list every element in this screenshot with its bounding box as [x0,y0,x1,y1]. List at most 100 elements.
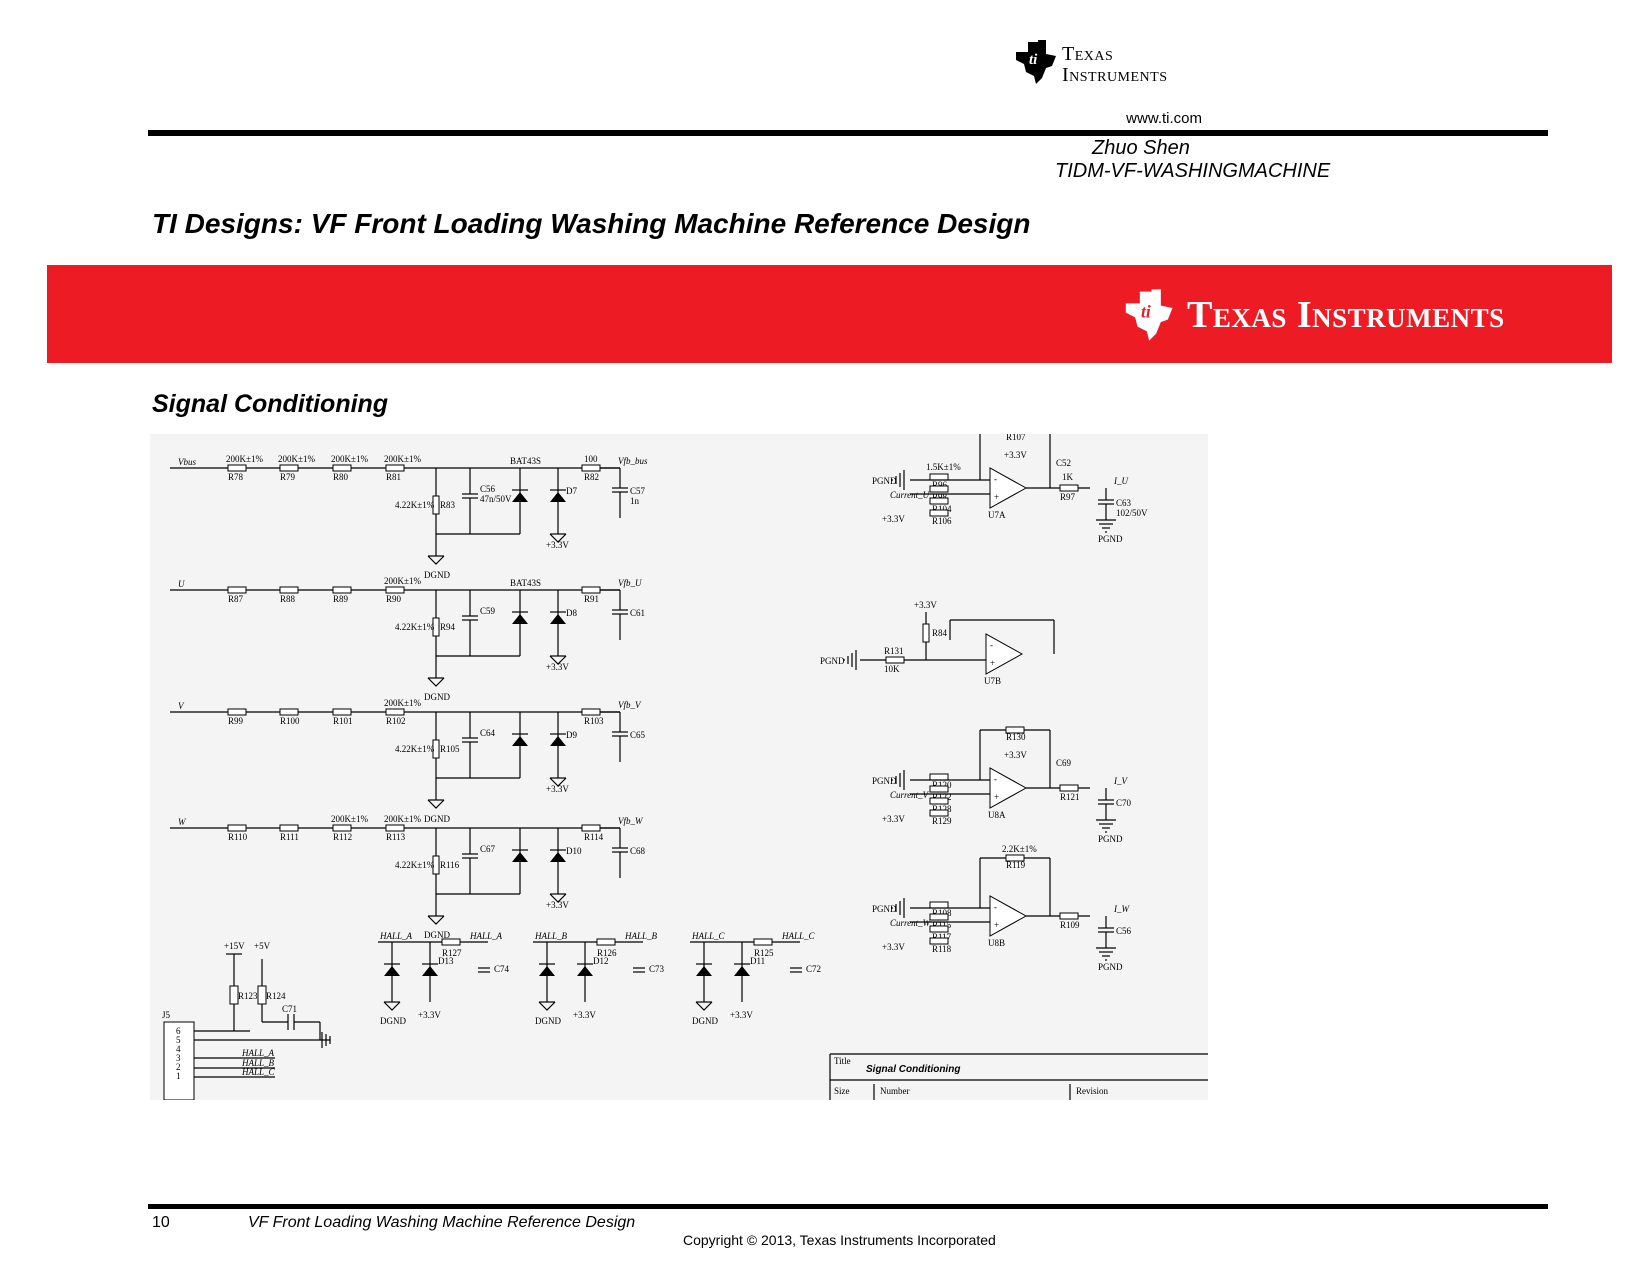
diode [696,966,712,976]
j5-ref: J5 [162,1010,171,1020]
hall-gnd: DGND [692,1016,718,1026]
resistor-ref: R87 [228,594,244,604]
signal-conditioning-schematic: VbusR78200K±1%R79200K±1%R80200K±1%R81200… [150,434,1208,1100]
series-r-ref: R103 [584,716,604,726]
feedback-resistor [1005,726,1025,734]
out-cap-ref: C65 [630,730,646,740]
ref-r131-ref: R131 [884,646,904,656]
resistor [385,708,405,716]
resistor-value: 200K±1% [278,454,315,464]
svg-text:-: - [994,474,997,484]
opamp-ref: U7B [984,676,1001,686]
out-cap-ref: C57 [630,486,646,496]
hall-c-net: HALL_C [241,1067,276,1077]
amp-out-r-ref: R121 [1060,792,1080,802]
page-title: TI Designs: VF Front Loading Washing Mac… [152,208,1031,239]
hall-net-out: HALL_A [469,931,503,941]
shunt-value: 4.22K±1% [395,500,435,510]
amp-output-label: I_U [1113,476,1128,486]
ref-r-value: 10K [884,664,900,674]
ref-r84-ref: R84 [932,628,948,638]
feedback-ref: R130 [1006,732,1026,742]
resistor-value: 200K±1% [384,814,421,824]
opamp-ref: U8A [988,810,1006,820]
amp-resistor-ref: R106 [932,516,952,526]
ref-resistor [885,656,905,664]
amp-supply: +3.3V [1004,750,1027,760]
diode [512,492,528,502]
shunt-value: 4.22K±1% [395,622,435,632]
hall-diode-ref: D13 [438,956,454,966]
feedback-value: 2.2K±1% [1002,844,1037,854]
amp-gnd: PGND [1098,962,1123,972]
resistor-value: 200K±1% [331,454,368,464]
hall-supply: +3.3V [418,1010,441,1020]
svg-text:-: - [990,640,993,650]
amp-resistor [929,925,949,933]
title-block-number-label: Number [880,1086,910,1096]
amp-current-label: Current_V [890,790,930,800]
resistor [332,586,352,594]
channel-gnd: DGND [424,814,450,824]
opamp-ref: U7A [988,510,1006,520]
resistor [227,586,247,594]
diode [512,614,528,624]
ti-logo-icon: ti [1016,40,1056,84]
amp-resistor-ref: R98 [932,492,948,502]
channel-output-label: Vfb_U [618,578,642,588]
amplifier-amp_u: PGNDCurrent_U+3.3VR96R98R104R1061.5K±1%-… [872,434,1148,544]
series-r-ref: R114 [584,832,604,842]
amp-resistor-ref: R108 [932,908,952,918]
amp-supply-label: +3.3V [882,514,905,524]
svg-text:ti: ti [1029,52,1038,68]
amp-supply: +3.3V [1004,450,1027,460]
j5-pin-number: 5 [176,1035,181,1045]
amp-current-label: Current_U [890,490,930,500]
resistor [279,586,299,594]
hall-supply: +3.3V [573,1010,596,1020]
amp-output-label: I_W [1113,904,1130,914]
shunt-value: 4.22K±1% [395,860,435,870]
hall-resistor [753,938,773,946]
opamp-symbol [989,895,1028,937]
amp-resistor [929,797,949,805]
cap-ref: C67 [480,844,496,854]
channel-gnd: DGND [424,570,450,580]
c71-label: C71 [282,1004,297,1014]
header-rule [148,130,1548,136]
diode [384,966,400,976]
banner-logo-text: Texas Instruments [1187,294,1505,336]
amplifier-amp_w: PGNDCurrent_W+3.3VR108R115R117R118-+U8BR… [872,844,1132,972]
amp-resistor [929,485,949,493]
amp-resistor [929,509,949,517]
channel-output-label: Vfb_V [618,700,642,710]
j5-pin-number: 3 [176,1053,181,1063]
hall-supply: +3.3V [730,1010,753,1020]
hall-resistor-ref: R126 [597,948,617,958]
schematic-title-block: Title Signal Conditioning Size Number Re… [829,1053,1208,1100]
copyright: Copyright © 2013, Texas Instruments Inco… [683,1232,996,1248]
svg-text:-: - [994,902,997,912]
amp-pgnd-label: PGND [872,904,897,914]
amp-out-cap-value: 102/50V [1116,508,1148,518]
amp-gnd: PGND [1098,834,1123,844]
hall-resistor-ref: R125 [754,948,774,958]
svg-text:+: + [990,658,995,668]
channel-gnd: DGND [424,692,450,702]
svg-text:+: + [994,920,999,930]
channel-output-label: Vfb_bus [618,456,648,466]
channel-input-label: U [178,579,185,589]
j5-pin-number: 2 [176,1062,181,1072]
amp-supply-label: +3.3V [882,814,905,824]
amp-out-resistor [1059,912,1079,920]
shunt-resistor [432,495,440,515]
shunt-resistor [432,739,440,759]
website-link[interactable]: www.ti.com [1126,110,1202,127]
svg-text:ti: ti [1141,301,1151,321]
